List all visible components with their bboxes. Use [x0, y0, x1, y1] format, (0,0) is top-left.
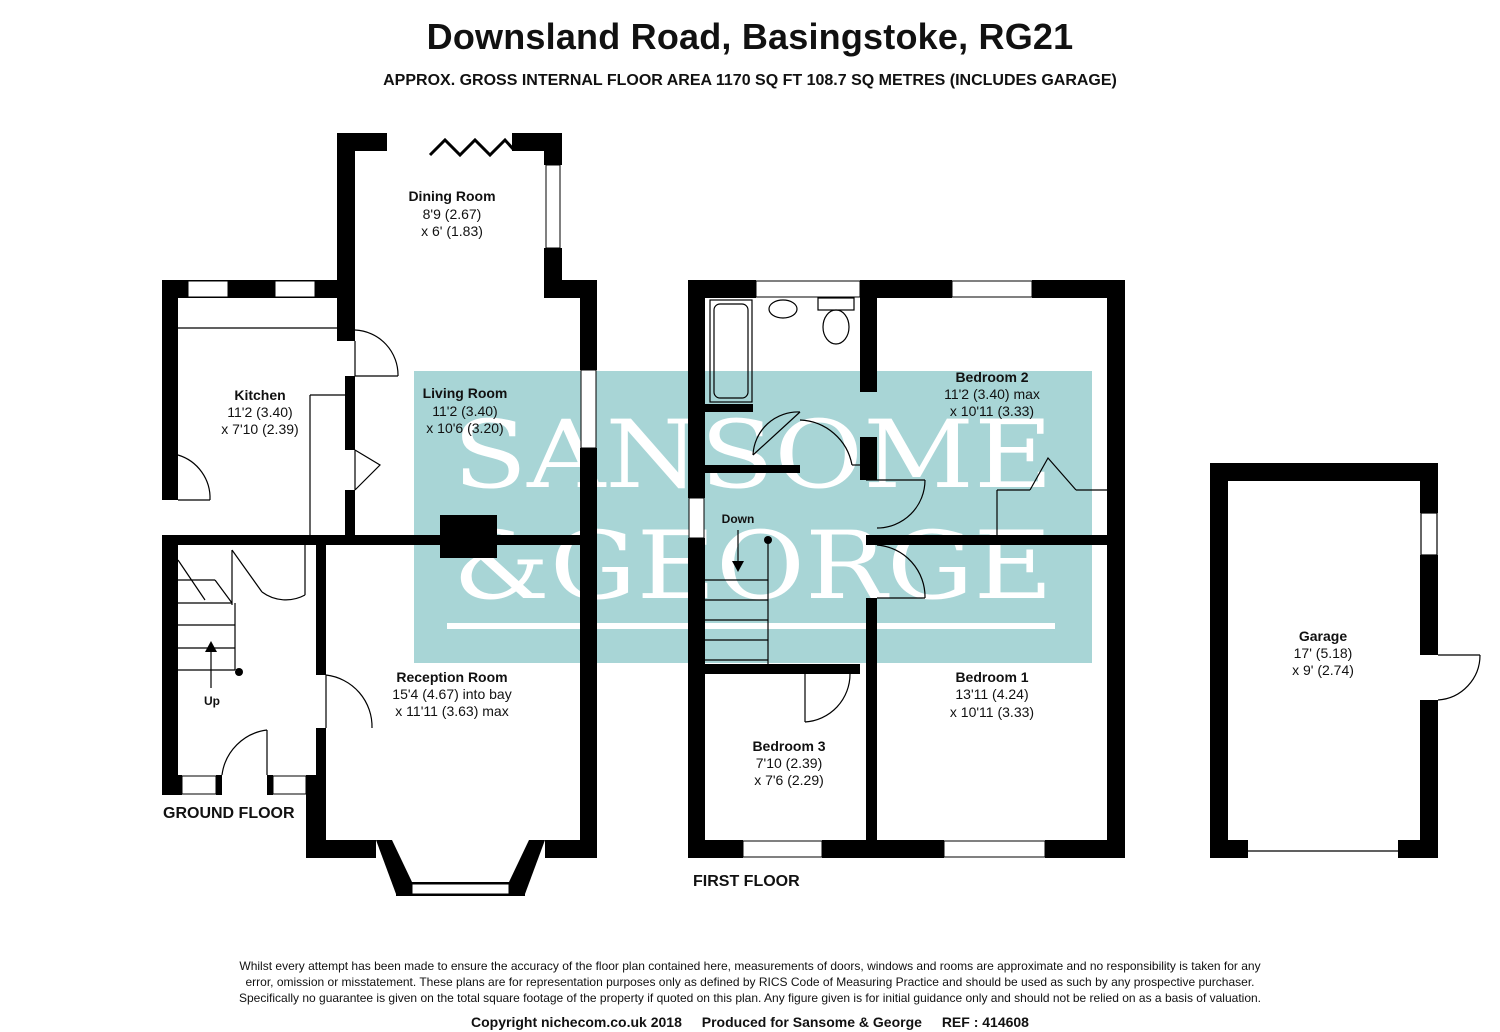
- bedroom-1-dim1: 13'11 (4.24): [955, 686, 1028, 702]
- dining-room-dim1: 8'9 (2.67): [423, 206, 482, 222]
- disclaimer-line: Specifically no guarantee is given on th…: [239, 991, 1261, 1005]
- ground-floor-windows: [181, 164, 597, 895]
- bedroom-3-dim2: x 7'6 (2.29): [754, 772, 824, 788]
- disclaimer-line: Whilst every attempt has been made to en…: [239, 959, 1261, 973]
- garage-name: Garage: [1299, 628, 1347, 644]
- watermark-line-2: &GEORGE: [453, 512, 1053, 621]
- newel-post-first: [764, 536, 772, 544]
- ground-floor-label: GROUND FLOOR: [163, 805, 295, 822]
- garage-dim2: x 9' (2.74): [1292, 662, 1354, 678]
- plan-title: Downsland Road, Basingstoke, RG21: [426, 16, 1074, 57]
- down-arrow-icon: [732, 530, 744, 572]
- garage-walls: [1210, 463, 1438, 858]
- first-floor-windows: [688, 280, 1046, 858]
- reception-room-name: Reception Room: [396, 669, 507, 685]
- dining-room-name: Dining Room: [408, 188, 495, 204]
- bedroom-2-name: Bedroom 2: [955, 369, 1028, 385]
- disclaimer-line: error, omission or misstatement. These p…: [245, 975, 1255, 989]
- bedroom-3-name: Bedroom 3: [752, 738, 825, 754]
- garage-details: [1248, 512, 1481, 852]
- stairs-down-label: Down: [722, 512, 755, 526]
- watermark-panel: [414, 371, 1092, 663]
- living-room-name: Living Room: [423, 385, 508, 401]
- reception-room-dim2: x 11'11 (3.63) max: [395, 703, 508, 719]
- up-arrow-icon: [205, 641, 217, 688]
- footer: Copyright nichecom.co.uk 2018 Produced f…: [0, 1014, 1500, 1030]
- copyright-text: Copyright nichecom.co.uk 2018: [471, 1014, 682, 1030]
- dining-room-dim2: x 6' (1.83): [421, 223, 483, 239]
- bifold-door: [428, 137, 516, 158]
- bedroom-1-dim2: x 10'11 (3.33): [950, 704, 1034, 720]
- bedroom-2-dim2: x 10'11 (3.33): [950, 403, 1034, 419]
- first-floor-walls: [688, 280, 1125, 858]
- kitchen-dim2: x 7'10 (2.39): [221, 421, 298, 437]
- living-room-dim2: x 10'6 (3.20): [426, 420, 503, 436]
- ground-floor-details: [177, 327, 399, 776]
- watermark-rule: [447, 623, 1055, 629]
- bedroom-1-name: Bedroom 1: [955, 669, 1028, 685]
- disclaimer: Whilst every attempt has been made to en…: [150, 958, 1350, 1006]
- bedroom-2-dim1: 11'2 (3.40) max: [944, 386, 1040, 402]
- reception-room-dim1: 15'4 (4.67) into bay: [392, 686, 511, 702]
- kitchen-dim1: 11'2 (3.40): [227, 404, 292, 420]
- stairs-up-label: Up: [204, 694, 220, 708]
- produced-for-text: Produced for Sansome & George: [701, 1014, 922, 1030]
- first-floor-details: [705, 297, 1107, 723]
- living-room-dim1: 11'2 (3.40): [432, 403, 497, 419]
- kitchen-name: Kitchen: [234, 387, 285, 403]
- watermark-line-1: SANSOME: [453, 401, 1053, 510]
- first-floor-label: FIRST FLOOR: [693, 873, 800, 890]
- bedroom-3-dim1: 7'10 (2.39): [756, 755, 823, 771]
- newel-post: [235, 668, 243, 676]
- floor-area-subtitle: APPROX. GROSS INTERNAL FLOOR AREA 1170 S…: [383, 72, 1117, 89]
- garage-dim1: 17' (5.18): [1294, 645, 1353, 661]
- reference-text: REF : 414608: [941, 1014, 1029, 1030]
